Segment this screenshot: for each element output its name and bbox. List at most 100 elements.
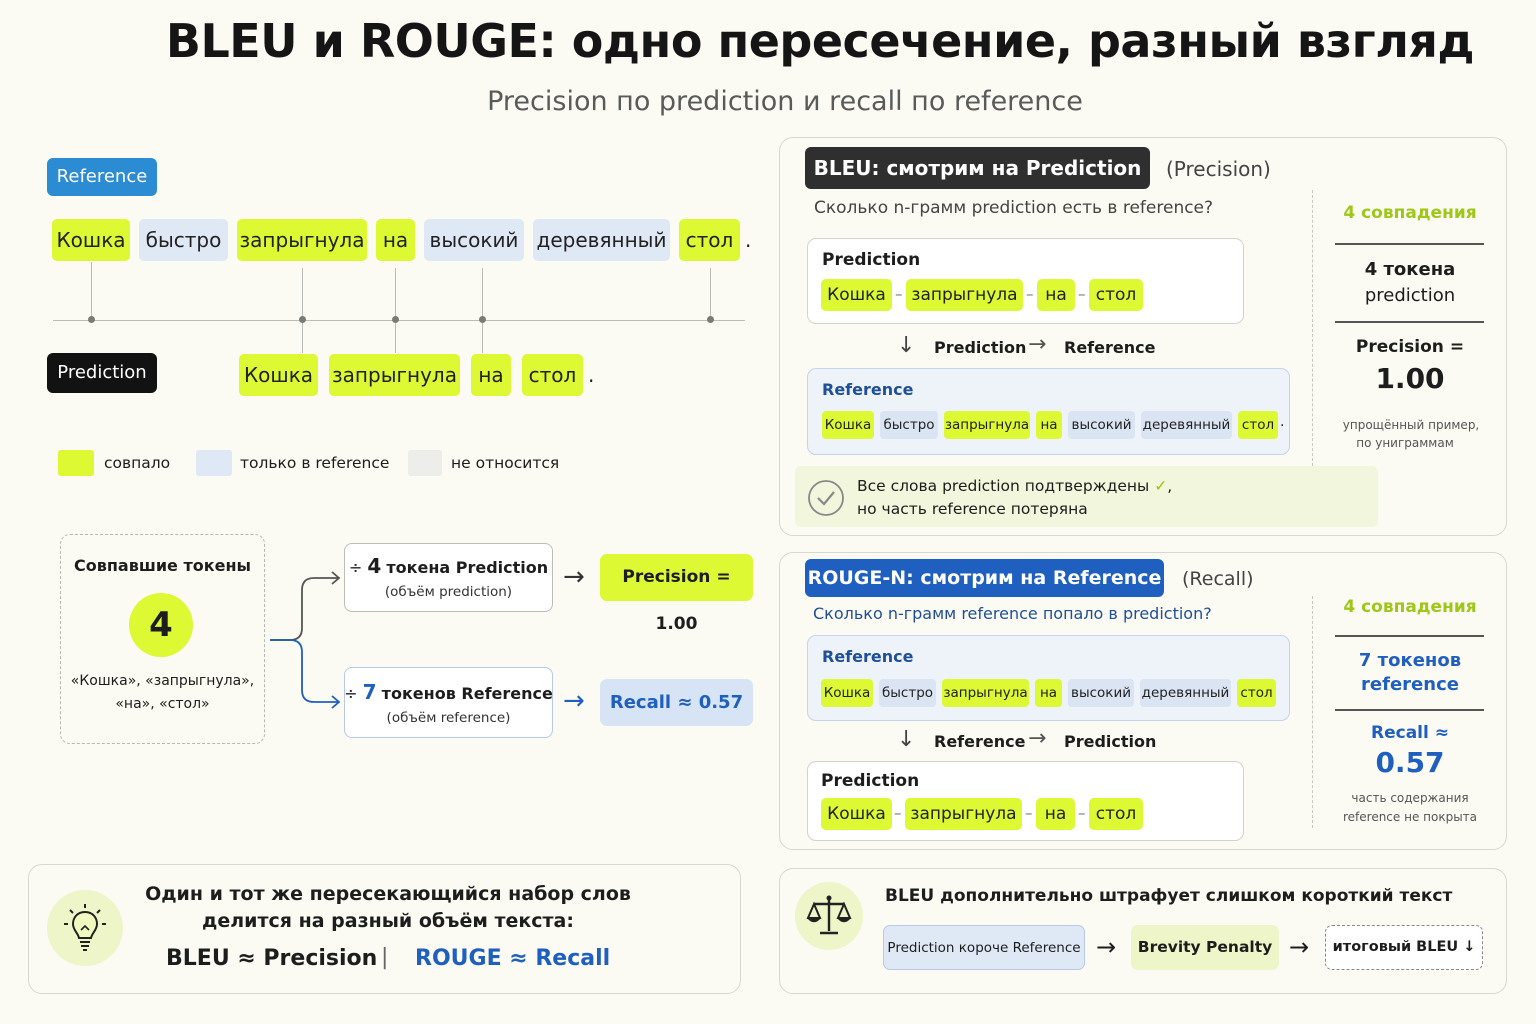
ref-token-0: Кошка	[52, 219, 130, 261]
brevity-arrow-1: →	[1096, 933, 1117, 961]
rouge-ref-token-3: на	[1035, 679, 1062, 707]
brevity-arrow-2: →	[1289, 933, 1310, 961]
bleu-ref-period: .	[1280, 414, 1285, 430]
ref-token-4: высокий	[424, 219, 524, 261]
pred-token-0: Кошка	[239, 354, 318, 396]
rouge-ref-token-5: деревянный	[1140, 679, 1231, 707]
brevity-step2: Brevity Penalty	[1131, 925, 1279, 970]
bleu-side-metric-1: Precision =	[1355, 337, 1465, 357]
bleu-dir-from: Prediction	[934, 338, 1027, 357]
rouge-dir-from: Reference	[934, 732, 1026, 751]
rouge-side-tokens-1: 7 токенов	[1358, 650, 1462, 671]
ref-token-6: стол	[679, 219, 740, 261]
dash: –	[1078, 804, 1086, 822]
rouge-dir-to: Prediction	[1064, 732, 1157, 751]
scale-icon	[806, 895, 852, 935]
bleu-panel-paren: (Precision)	[1166, 157, 1271, 181]
rouge-ref-token-4: высокий	[1068, 679, 1134, 707]
bleu-check-line1: Все слова prediction подтверждены ✓,	[857, 477, 1173, 495]
rouge-side-tokens-2: reference	[1361, 674, 1459, 695]
matched-title: Совпавшие токены	[74, 556, 251, 575]
bleu-ref-token-4: высокий	[1068, 411, 1135, 439]
rouge-ref-token-1: быстро	[879, 679, 936, 707]
bleu-dir-arrow: →	[1028, 332, 1047, 357]
check-circle-icon	[808, 480, 844, 516]
summary-line1: Один и тот же пересекающийся набор слов	[145, 883, 631, 905]
rouge-pred-token-2: на	[1036, 798, 1075, 830]
bleu-dir-to: Reference	[1064, 338, 1156, 357]
bleu-pred-token-1: запрыгнула	[906, 279, 1023, 311]
pred-token-1: запрыгнула	[329, 354, 460, 396]
legend-na: не относится	[451, 454, 560, 472]
bleu-ref-token-3: на	[1036, 411, 1062, 439]
summary-bleu: BLEU ≈ Precision	[166, 946, 378, 971]
matched-count: 4	[129, 593, 193, 657]
rouge-ref-title: Reference	[822, 647, 914, 666]
bleu-side-note-1: упрощённый пример,	[1342, 418, 1480, 432]
prediction-label: Prediction	[47, 353, 157, 393]
summary-sep: |	[381, 945, 389, 970]
brevity-step3: итоговый BLEU ↓	[1325, 925, 1483, 970]
dash: –	[894, 804, 902, 822]
matched-tokens-box	[60, 534, 265, 744]
bleu-side-matches: 4 совпадения	[1343, 203, 1477, 223]
page-subtitle: Precision по prediction и recall по refe…	[487, 86, 1083, 117]
rouge-side-note-1: часть содержания	[1351, 791, 1469, 805]
dash: –	[1026, 285, 1034, 303]
rouge-question: Сколько n-грамм reference попало в predi…	[813, 604, 1212, 623]
rouge-ref-token-0: Кошка	[821, 679, 873, 707]
ref-token-3: на	[376, 219, 415, 261]
rouge-side-metric-2: 0.57	[1375, 746, 1445, 779]
bleu-pred-token-3: стол	[1089, 279, 1143, 311]
bleu-side-metric-2: 1.00	[1375, 362, 1445, 395]
bleu-side-note-2: по униграммам	[1356, 436, 1454, 450]
pred-token-2: на	[471, 354, 511, 396]
rouge-dir-arrow: →	[1028, 726, 1047, 751]
dash: –	[895, 285, 903, 303]
branch-connector	[270, 571, 341, 709]
summary-line2: делится на разный объём текста:	[202, 910, 574, 932]
rouge-side-metric-1: Recall ≈	[1371, 723, 1449, 743]
rouge-pred-token-3: стол	[1089, 798, 1143, 830]
ref-token-5: деревянный	[533, 219, 670, 261]
flow-arrow-1: →	[563, 562, 585, 592]
legend-swatch-matched	[58, 450, 94, 476]
dash: –	[1078, 285, 1086, 303]
bleu-pred-token-2: на	[1037, 279, 1075, 311]
bleu-check-box	[795, 466, 1378, 527]
page-title: BLEU и ROUGE: одно пересечение, разный в…	[165, 14, 1475, 68]
legend-swatch-na	[408, 450, 442, 476]
flow-recall-text: ÷ 7 токенов Reference	[344, 680, 553, 704]
bleu-panel-label: BLEU: смотрим на Prediction	[805, 147, 1150, 189]
rouge-pred-token-1: запрыгнула	[905, 798, 1022, 830]
rouge-pred-title: Prediction	[821, 771, 920, 791]
bleu-ref-token-2: запрыгнула	[944, 411, 1030, 439]
flow-precision-text: ÷ 4 токена Prediction	[348, 554, 549, 578]
flow-recall-box	[344, 667, 553, 738]
bleu-side-tokens-1: 4 токена	[1364, 259, 1456, 280]
legend-swatch-ref-only	[196, 450, 232, 476]
summary-rouge: ROUGE ≈ Recall	[415, 946, 611, 971]
rouge-ref-token-6: стол	[1237, 679, 1276, 707]
legend-matched: совпало	[104, 454, 171, 472]
bleu-ref-token-0: Кошка	[822, 411, 874, 439]
bleu-question: Сколько n-грамм prediction есть в refere…	[814, 198, 1214, 218]
flow-recall-sub: (объём reference)	[386, 710, 511, 726]
brevity-step1: Prediction короче Reference	[883, 925, 1085, 970]
ref-token-1: быстро	[139, 219, 228, 261]
bleu-ref-token-5: деревянный	[1141, 411, 1232, 439]
precision-result: Precision = 1.00	[600, 554, 753, 634]
reference-label: Reference	[47, 158, 157, 196]
legend-ref-only: только в reference	[240, 454, 390, 472]
bleu-check-line2: но часть reference потеряна	[857, 500, 1088, 518]
bleu-ref-token-1: быстро	[880, 411, 938, 439]
rouge-panel-paren: (Recall)	[1182, 568, 1254, 590]
summary-panel	[28, 864, 741, 994]
bleu-ref-title: Reference	[822, 380, 914, 399]
brevity-title: BLEU дополнительно штрафует слишком коро…	[885, 886, 1453, 906]
matched-words-2: «на», «стол»	[115, 696, 210, 712]
rouge-pred-token-0: Кошка	[821, 798, 892, 830]
bleu-ref-token-6: стол	[1238, 411, 1278, 439]
flow-precision-sub: (объём prediction)	[384, 584, 513, 600]
pred-period: .	[588, 363, 595, 387]
